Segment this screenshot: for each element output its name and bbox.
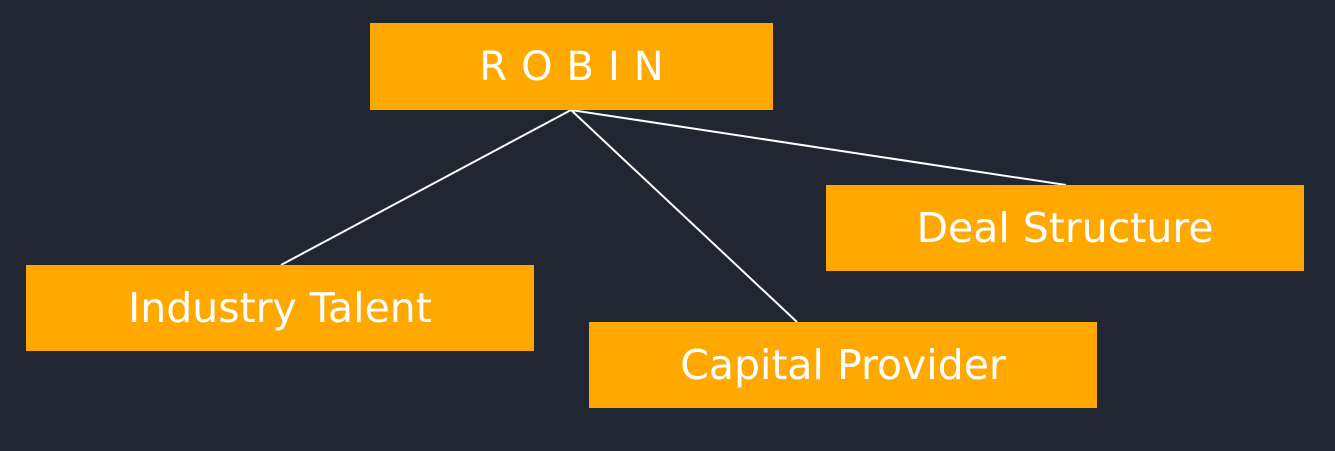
node-deal-structure: Deal Structure [826, 185, 1304, 271]
connector-robin-deal-structure [570, 109, 1067, 186]
connector-robin-capital-provider [570, 109, 798, 323]
node-capital-provider: Capital Provider [589, 322, 1097, 408]
node-industry-talent: Industry Talent [26, 265, 534, 351]
node-industry-talent-label: Industry Talent [128, 284, 432, 332]
node-capital-provider-label: Capital Provider [680, 341, 1006, 389]
root-node-label: ROBIN [479, 43, 678, 90]
root-node-robin: ROBIN [370, 23, 773, 110]
node-deal-structure-label: Deal Structure [916, 204, 1214, 252]
connector-robin-industry-talent [280, 109, 572, 266]
